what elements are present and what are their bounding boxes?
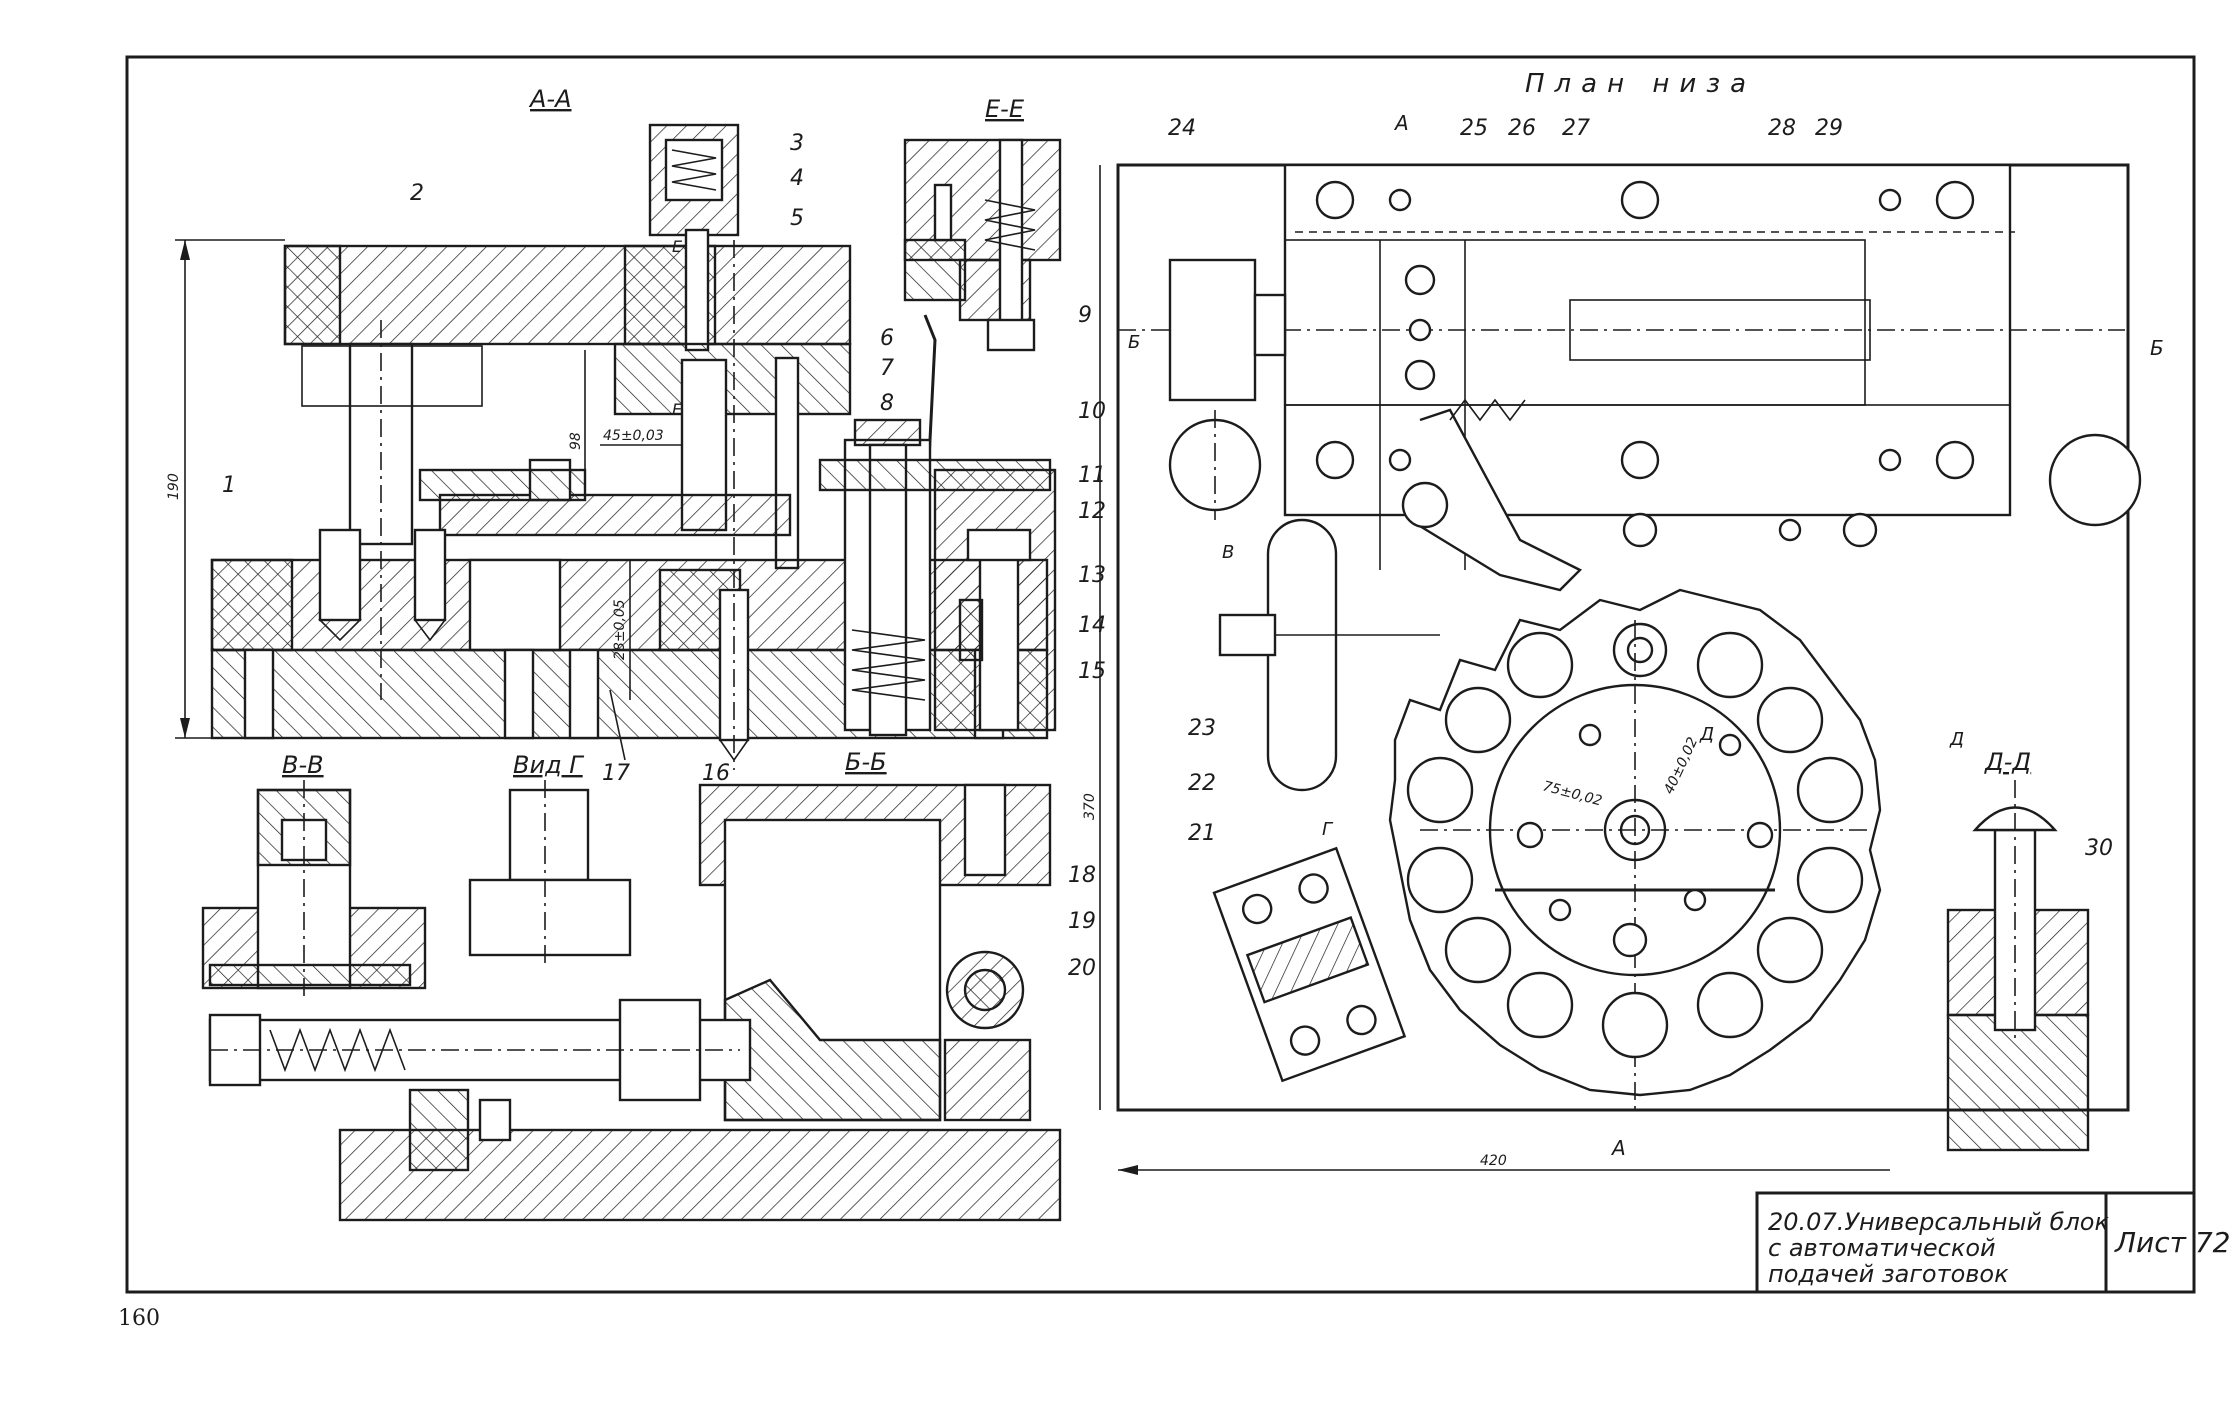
section-dd-view bbox=[1948, 780, 2088, 1150]
dim-plan-height: 370 bbox=[1082, 793, 1098, 820]
callout-4: 4 bbox=[790, 166, 804, 191]
callout-1: 1 bbox=[222, 473, 236, 498]
cut-mark-v: В bbox=[1222, 542, 1234, 563]
callout-9: 9 bbox=[1078, 303, 1092, 328]
cut-mark-b-right: Б bbox=[2150, 336, 2164, 360]
dim-guide-height: 98 bbox=[568, 432, 584, 450]
callout-20: 20 bbox=[1068, 956, 1096, 981]
title-line-2: с автоматической bbox=[1768, 1234, 1996, 1262]
callout-8: 8 bbox=[880, 391, 894, 416]
callout-16: 16 bbox=[702, 761, 730, 786]
callout-28: 28 bbox=[1768, 116, 1796, 141]
callout-17: 17 bbox=[602, 761, 630, 786]
callout-29: 29 bbox=[1815, 116, 1843, 141]
callout-24: 24 bbox=[1168, 116, 1196, 141]
callout-27: 27 bbox=[1562, 116, 1590, 141]
callout-3: 3 bbox=[790, 131, 804, 156]
callout-13: 13 bbox=[1078, 563, 1106, 588]
section-label-dd: Д-Д bbox=[1984, 748, 2031, 776]
section-label-vv: В-В bbox=[282, 751, 324, 779]
callout-30: 30 bbox=[2085, 836, 2113, 861]
callout-2: 2 bbox=[410, 181, 424, 206]
cut-mark-a-top: А bbox=[1393, 111, 1409, 135]
section-label-vid-g: Вид Г bbox=[513, 751, 584, 779]
sheet-number: Лист 72 bbox=[2114, 1226, 2231, 1259]
cut-mark-d-right: Д bbox=[1949, 729, 1964, 750]
plan-title: План низа bbox=[1525, 69, 1756, 99]
section-ee-view bbox=[905, 140, 1060, 350]
section-label-aa: А-А bbox=[528, 85, 572, 113]
section-label-bb: Б-Б bbox=[845, 748, 887, 776]
callout-11: 11 bbox=[1078, 463, 1106, 488]
title-line-3: подачей заготовок bbox=[1768, 1260, 2009, 1288]
callout-22: 22 bbox=[1188, 771, 1216, 796]
callout-7: 7 bbox=[880, 356, 894, 381]
callout-18: 18 bbox=[1068, 863, 1096, 888]
dim-overall-height: 190 bbox=[166, 473, 182, 500]
section-label-ee: Е-Е bbox=[985, 95, 1025, 123]
dim-plan-width: 420 bbox=[1480, 1153, 1507, 1169]
page-number: 160 bbox=[118, 1306, 160, 1331]
callout-14: 14 bbox=[1078, 613, 1106, 638]
section-vv-view bbox=[203, 780, 425, 1000]
cut-mark-e-lower: Е bbox=[672, 400, 683, 419]
callout-6: 6 bbox=[880, 326, 894, 351]
callout-10: 10 bbox=[1078, 399, 1106, 424]
callout-15: 15 bbox=[1078, 659, 1106, 684]
cut-mark-d-wheel: Д bbox=[1699, 724, 1714, 745]
title-line-1: 20.07.Универсальный блок bbox=[1768, 1208, 2109, 1236]
callout-5: 5 bbox=[790, 206, 804, 231]
view-g bbox=[470, 780, 630, 965]
dim-offset-1: 45±0,03 bbox=[603, 428, 664, 444]
cut-mark-g: Г bbox=[1322, 819, 1334, 840]
callout-23: 23 bbox=[1188, 716, 1216, 741]
cut-mark-b-left: Б bbox=[1128, 332, 1140, 353]
callout-26: 26 bbox=[1508, 116, 1536, 141]
callout-21: 21 bbox=[1188, 821, 1216, 846]
callout-19: 19 bbox=[1068, 909, 1096, 934]
dim-offset-2: 28±0,05 bbox=[612, 599, 628, 660]
cut-mark-e-upper: Е bbox=[672, 237, 683, 256]
callout-12: 12 bbox=[1078, 499, 1106, 524]
section-bb-view bbox=[700, 785, 1050, 1120]
cut-mark-a-bottom: А bbox=[1610, 1136, 1626, 1160]
callout-25: 25 bbox=[1460, 116, 1488, 141]
